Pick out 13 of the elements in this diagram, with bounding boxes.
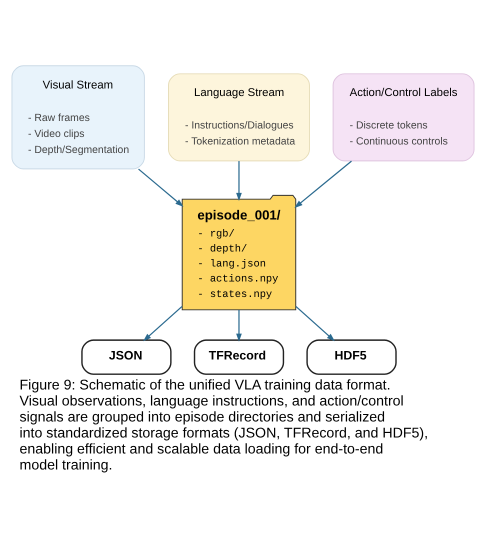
arrow xyxy=(138,168,184,206)
arrow xyxy=(296,305,335,341)
node-box: Action/Control Labels - Discrete tokens - Continuous controls xyxy=(332,72,475,161)
node-box: HDF5 xyxy=(306,338,397,374)
arrow xyxy=(143,305,182,341)
node-box: TFRecord xyxy=(194,338,284,374)
node-box: JSON xyxy=(81,338,172,374)
node-box: Language Stream - Instructions/Dialogues - Tokenization metadata xyxy=(168,72,310,161)
node-box: Visual Stream - Raw frames - Video clips - Depth/Segmentation xyxy=(11,64,145,169)
arrow xyxy=(236,309,242,342)
caption: Figure 9: Schematic of the unified VLA training data format. Visual observations, language instructions, and action/control signals are grouped into episode directories and serialized into standardized storage formats (JSON, TFRecord, and HDF5), enabling efficient and scalable data loading for end-to-end model training. xyxy=(20,376,428,474)
arrow xyxy=(294,160,352,208)
arrow xyxy=(236,160,242,200)
